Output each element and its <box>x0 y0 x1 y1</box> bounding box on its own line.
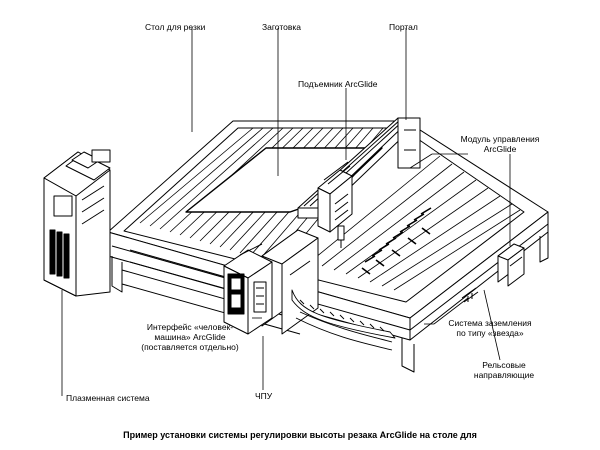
label-hmi-line1: Интерфейс «человек- <box>146 322 234 332</box>
label-lifter: Подъемник ArcGlide <box>298 79 378 89</box>
label-hmi: Интерфейс «человек- машина» ArcGlide (по… <box>130 322 250 352</box>
figure-caption: Пример установки системы регулировки выс… <box>123 430 477 440</box>
plasma-system <box>43 149 111 297</box>
label-grounding-line2: по типу «звезда» <box>456 328 524 338</box>
label-rails: Рельсовые направляющие <box>464 360 544 380</box>
label-hmi-line2: машина» ArcGlide <box>154 332 226 342</box>
workpiece <box>185 147 383 213</box>
label-control-module-line2: ArcGlide <box>483 144 517 154</box>
hmi-cnc-cabinet <box>223 243 273 335</box>
label-control-module: Модуль управления ArcGlide <box>450 134 550 154</box>
grounding-lugs <box>461 287 479 303</box>
label-rails-line1: Рельсовые <box>482 360 526 370</box>
leader-lines <box>61 28 511 396</box>
label-control-module-line1: Модуль управления <box>460 134 540 144</box>
label-grounding-line1: Система заземления <box>448 318 532 328</box>
label-plasma-system: Плазменная система <box>66 393 150 403</box>
cable-chain <box>291 289 396 351</box>
label-grounding: Система заземления по типу «звезда» <box>435 318 545 338</box>
label-cnc: ЧПУ <box>255 391 273 401</box>
label-workpiece: Заготовка <box>262 22 301 32</box>
label-gantry: Портал <box>389 22 418 32</box>
label-rails-line2: направляющие <box>473 370 535 380</box>
arcglide-control-module <box>497 243 525 287</box>
label-hmi-line3: (поставляется отдельно) <box>141 342 239 352</box>
cut-pattern <box>361 207 432 275</box>
arcglide-lifter <box>317 161 353 248</box>
label-cutting-table: Стол для резки <box>145 22 206 32</box>
